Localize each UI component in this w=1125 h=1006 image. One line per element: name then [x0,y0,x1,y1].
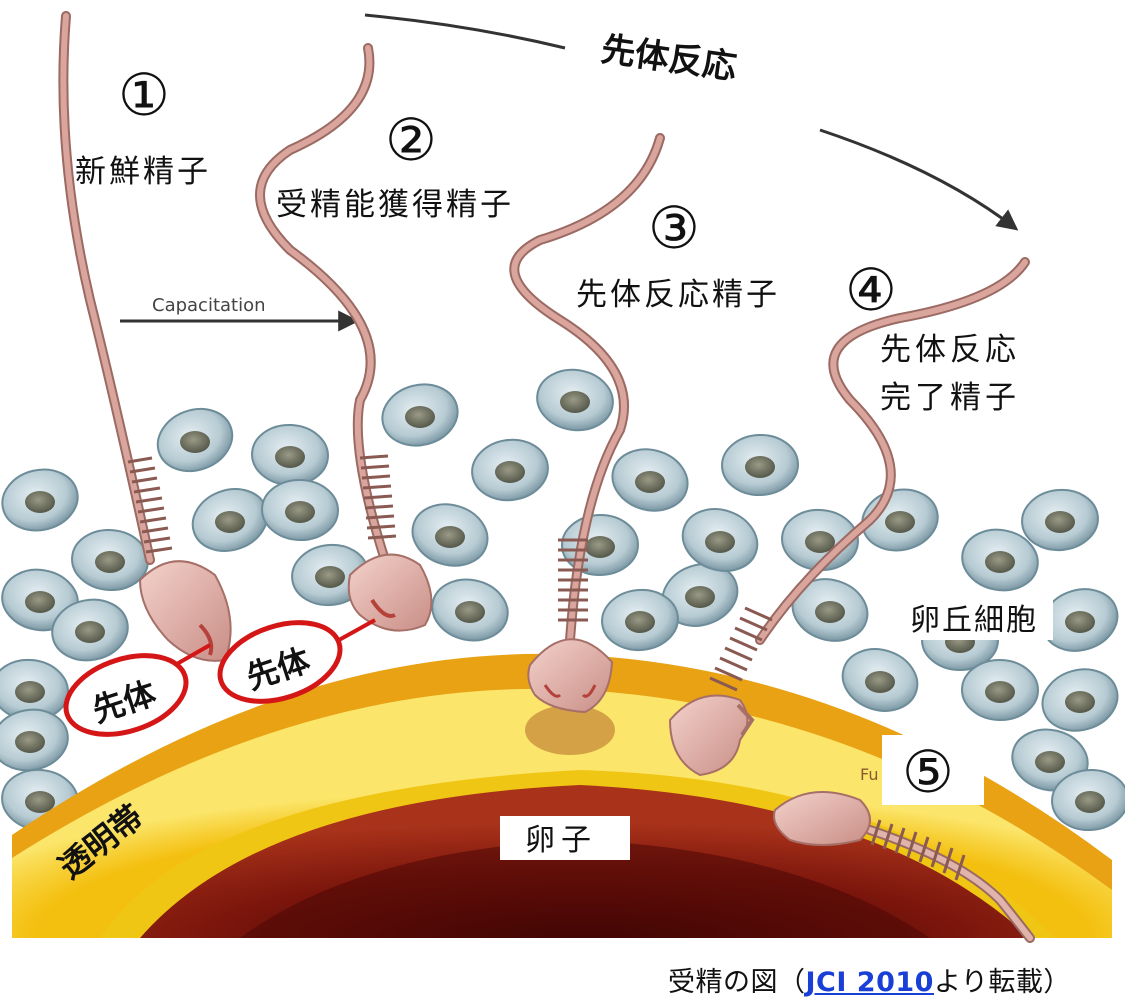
sperm-3-midpiece [558,538,588,622]
cumulus-cell [961,658,1039,722]
stage-3-text: 先体反応精子 [576,277,780,313]
cumulus-cell [721,433,799,497]
capacitation-label: Capacitation [152,295,266,316]
fusion-partial-label: Fu [860,765,878,784]
egg-label: 卵子 [525,823,597,858]
acrosome-callout-1: 先体 [63,643,211,737]
cumulus-cell [781,508,859,572]
figure-caption: 受精の図（JCI 2010より転載） [668,960,1071,999]
sperm-1 [58,11,232,662]
sperm-2-head [347,553,433,632]
egg-label-group: 卵子 [500,816,630,860]
cumulus-cell [1021,488,1099,552]
cumulus-cell [251,423,329,487]
caption-prefix: 受精の図（ [668,967,806,998]
cumulus-label: 卵丘細胞 [910,603,1038,638]
sperm-2-midpiece [359,454,397,540]
stage-4-text-line2: 完了精子 [880,380,1020,416]
sperm-1-midpiece [127,456,173,554]
cumulus-cell [1041,668,1119,732]
stage-4-text-line1: 先体反応 [880,332,1020,368]
cumulus-cell [411,503,489,567]
cumulus-cell [71,528,149,592]
stage-1-label: ① 新鮮精子 [75,61,211,190]
cumulus-cell [961,528,1039,592]
cumulus-cell [681,508,759,572]
sperm-2 [255,43,433,632]
stage-4-label: ④ 先体反応 完了精子 [845,256,1020,416]
cumulus-cell [51,598,129,662]
cumulus-cell [601,588,679,652]
cumulus-cell [1051,768,1125,832]
stage-3-label: ③ 先体反応精子 [576,194,780,313]
cumulus-cell [841,648,919,712]
cumulus-cell [261,478,339,542]
cumulus-cell [1,468,79,532]
stage-4-number: ④ [845,256,897,324]
sperm-4 [668,257,1030,777]
stage-2-label: ② 受精能獲得精子 [276,106,514,223]
cumulus-cells [0,368,1125,832]
stage-3-number: ③ [648,194,700,262]
capacitation-arrow: Capacitation [120,295,360,332]
caption-source-link[interactable]: JCI 2010 [805,967,934,998]
stage-2-text: 受精能獲得精子 [276,187,514,223]
cumulus-cell [156,407,234,473]
stage-5-label: Fu ⑤ [860,735,984,806]
cumulus-cell [0,708,69,772]
cumulus-label-group: 卵丘細胞 [903,596,1053,640]
cumulus-cell [431,578,509,642]
stage-5-number: ⑤ [902,738,954,806]
sperm-group [58,11,1035,943]
cumulus-cell [471,438,549,502]
stage-1-number: ① [118,61,170,129]
cumulus-cell [611,448,689,512]
stage-1-text: 新鮮精子 [75,154,211,190]
acrosome-callout-2: 先体 [217,618,376,704]
sperm-5-midpiece [870,819,966,881]
sperm-3-head [527,638,614,714]
sperm-5-head [773,791,871,846]
sperm-4-midpiece [709,606,773,692]
sperm-5 [773,791,1035,943]
caption-suffix: より転載） [933,967,1071,998]
stage-2-number: ② [385,106,437,174]
sperm-3 [509,133,665,714]
sperm-4-head [668,694,755,777]
cumulus-cell [536,368,614,432]
cumulus-cell [381,383,459,447]
